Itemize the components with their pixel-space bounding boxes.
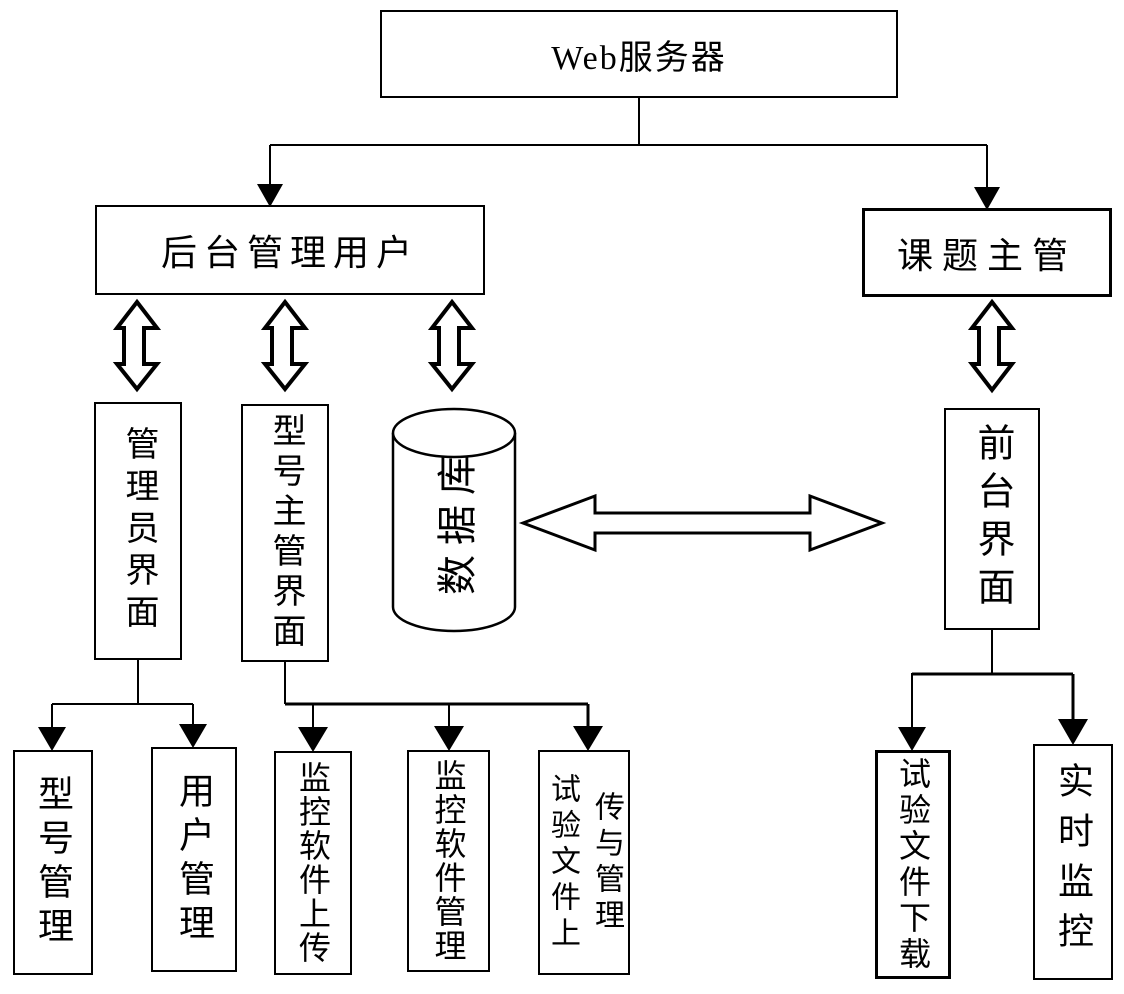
double-arrow-vertical-icon (112, 298, 162, 393)
node-database: 数据库 (391, 407, 517, 633)
down-arrowhead-icon (257, 184, 283, 207)
node-backend-admin-user: 后台管理用户 (95, 205, 485, 295)
node-monitor-software-upload: 监控软件上传 (274, 751, 352, 975)
tree-model-supervisor-branch (284, 662, 603, 752)
node-frontend-interface: 前台界面 (944, 408, 1040, 630)
down-arrowhead-icon (898, 727, 926, 751)
node-database-label: 数据库 (435, 445, 480, 595)
down-arrowhead-icon (573, 726, 603, 751)
node-web-server: Web服务器 (380, 10, 898, 98)
tree-webserver-branch (257, 97, 1000, 210)
down-arrowhead-icon (298, 727, 328, 752)
down-arrowhead-icon (38, 727, 66, 751)
node-model-management-label: 型号管理 (33, 774, 73, 951)
node-test-file-download-label: 试验文件下载 (895, 756, 931, 973)
node-monitor-software-upload-label: 监控软件上传 (295, 761, 331, 965)
tree-admin-interface-branch (38, 660, 207, 751)
down-arrowhead-icon (179, 724, 207, 748)
node-user-management: 用户管理 (151, 747, 237, 972)
node-test-file-download: 试验文件下载 (875, 750, 951, 979)
double-arrow-vertical-icon (427, 298, 477, 393)
down-arrowhead-icon (434, 726, 464, 751)
node-model-supervisor-interface-label: 型号主管界面 (267, 413, 304, 653)
node-admin-interface: 管理员界面 (94, 402, 182, 660)
node-backend-admin-user-label: 后台管理用户 (160, 233, 419, 273)
node-project-supervisor-label: 课题主管 (896, 235, 1077, 276)
node-model-supervisor-interface: 型号主管界面 (241, 404, 329, 662)
node-monitor-software-management-label: 监控软件管理 (430, 759, 467, 963)
node-realtime-monitoring: 实时监控 (1033, 744, 1113, 980)
node-realtime-monitoring-label: 实时监控 (1053, 762, 1093, 962)
node-test-file-upload-management: 试验文件上传与管理 (538, 750, 630, 975)
node-user-management-label: 用户管理 (174, 771, 214, 948)
database-cylinder-icon (391, 407, 517, 633)
double-arrow-horizontal-icon (518, 493, 887, 553)
down-arrowhead-icon (974, 187, 1000, 210)
double-arrow-vertical-icon (967, 298, 1017, 394)
tree-frontend-interface-branch (898, 630, 1088, 751)
node-web-server-label: Web服务器 (551, 39, 727, 77)
down-arrowhead-icon (1058, 719, 1088, 745)
node-test-file-upload-management-label: 试验文件上传与管理 (546, 773, 623, 953)
node-model-management: 型号管理 (13, 750, 93, 975)
double-arrow-vertical-icon (260, 298, 310, 393)
node-project-supervisor: 课题主管 (862, 208, 1112, 297)
node-admin-interface-label: 管理员界面 (120, 426, 157, 636)
node-frontend-interface-label: 前台界面 (971, 423, 1013, 615)
node-monitor-software-management: 监控软件管理 (407, 750, 490, 972)
